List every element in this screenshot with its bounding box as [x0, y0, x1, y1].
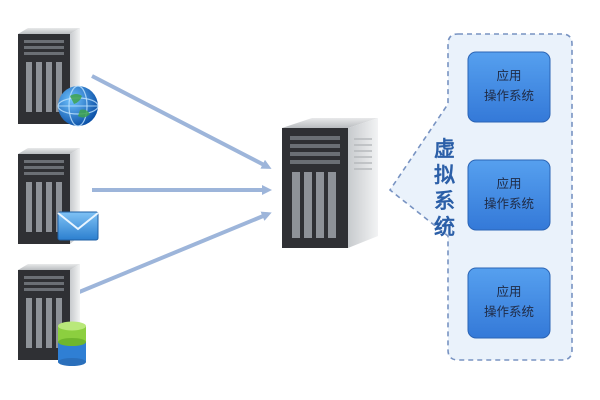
- os-box-1: 应用 操作系统: [467, 51, 551, 123]
- os-box-2: 应用 操作系统: [467, 159, 551, 231]
- os-box-os-label: 操作系统: [484, 88, 534, 103]
- mail-server: [18, 148, 80, 244]
- database-icon: [58, 321, 86, 366]
- globe-icon: [57, 85, 99, 127]
- virtual-label-char-4: 统: [434, 215, 455, 239]
- envelope-icon: [57, 211, 99, 241]
- os-box-app-label: 应用: [496, 284, 521, 299]
- host-server: [282, 118, 378, 248]
- os-box-3: 应用 操作系统: [467, 267, 551, 339]
- database-server: [18, 264, 80, 360]
- virtual-label-char-3: 系: [434, 189, 455, 213]
- arrow-from-web-server: [91, 74, 272, 169]
- os-box-app-label: 应用: [496, 68, 521, 83]
- os-box-app-label: 应用: [496, 176, 521, 191]
- connection-arrows: [71, 74, 272, 297]
- os-box-os-label: 操作系统: [484, 196, 534, 211]
- os-box-os-label: 操作系统: [484, 304, 534, 319]
- virtual-label-char-2: 拟: [434, 163, 455, 187]
- arrow-from-db-server: [71, 211, 272, 297]
- virtual-label-char-1: 虚: [434, 137, 455, 161]
- virtual-system-label: 虚 拟 系 统: [434, 137, 455, 239]
